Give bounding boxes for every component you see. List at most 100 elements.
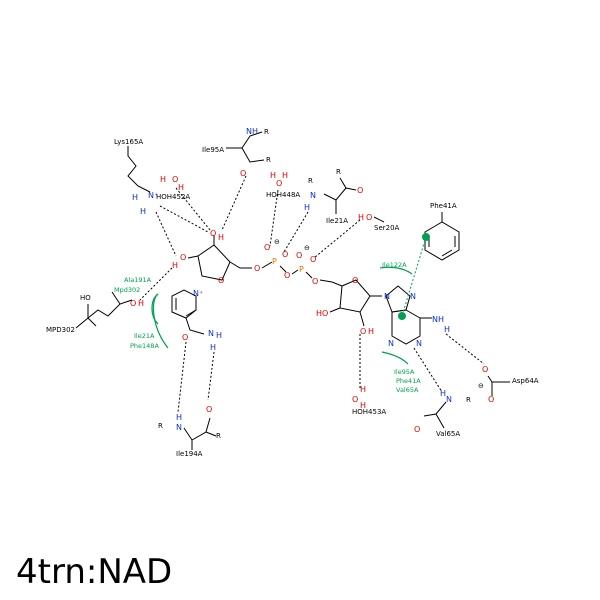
ile194-r2: R — [216, 432, 221, 440]
val65a-hyd-label: Val65A — [396, 386, 419, 394]
mpd302-ligand: MPD302 HO O H — [46, 291, 144, 334]
hoh448a-label: HOH448A — [266, 191, 300, 199]
ile194-r: R — [158, 422, 163, 430]
val65a-label: Val65A — [436, 430, 460, 438]
ribose-adenosine: O HO O H — [316, 276, 382, 336]
val65-o: O — [414, 425, 420, 434]
rib2-o2: O — [360, 327, 366, 336]
phe41a-hyd-label: Phe41A — [396, 377, 421, 385]
ile21-r: R — [336, 168, 341, 176]
nicotinamide-ring: N⁺ O N H H — [171, 289, 222, 352]
ade-n1: N — [416, 339, 422, 348]
nic-h2: H — [210, 343, 216, 352]
phe41a-label: Phe41A — [430, 202, 457, 210]
hydrophobic-arc-2 — [152, 293, 169, 349]
hydrophobic-contacts: Ala191A Mpd302 Ile21A Phe148A Ile122A Il… — [114, 261, 421, 394]
ribose-nicotinamide: O O H O H O — [172, 229, 260, 285]
ile194-h: H — [176, 413, 182, 422]
asp64a-label: Asp64A — [512, 377, 539, 385]
rib1-o2: O — [180, 253, 186, 262]
ile21-o: O — [357, 186, 363, 195]
mpd-h: H — [138, 299, 144, 308]
hoh453a-water: H O H HOH453A — [352, 385, 386, 416]
lys-h-atom: H — [140, 207, 146, 216]
mpd-ho: HO — [80, 294, 91, 302]
ile194a-label: Ile194A — [176, 450, 203, 458]
ile95-r: R — [264, 128, 269, 136]
rib2-h2: H — [368, 327, 374, 336]
pyrophosphate: P O ⊖ O O P O ⊖ O O — [261, 238, 343, 287]
ile95-r2: R — [266, 156, 271, 164]
hoh453-h2: H — [360, 401, 366, 410]
phe41a-ring: Phe41A — [422, 202, 460, 261]
hoh453a-label: HOH453A — [352, 408, 386, 416]
hoh453-h: H — [360, 385, 366, 394]
ser20a-sidechain: H O Ser20A — [358, 213, 400, 232]
ser20-o: O — [366, 213, 372, 222]
rib1-h2: H — [172, 261, 178, 270]
hoh448-h: H — [270, 171, 276, 180]
nic-o: O — [182, 333, 188, 342]
rib1-h3: H — [218, 233, 224, 242]
hydrogen-bonds — [139, 175, 485, 413]
phe148a-hyd-label: Phe148A — [130, 342, 159, 350]
ade-n9: N — [384, 292, 390, 301]
ade-nh2: N — [432, 315, 438, 324]
mpd302-label: MPD302 — [46, 326, 75, 334]
p-bridge-o: O — [284, 271, 290, 280]
nic-nplus: N⁺ — [193, 289, 203, 298]
rib1-o3: O — [210, 229, 216, 238]
ade-n3: N — [388, 339, 394, 348]
hoh448-h2: H — [282, 171, 288, 180]
ile95a-backbone: Ile95A NH R O R — [202, 127, 271, 178]
p1-o2: O — [282, 250, 288, 259]
lys-h2-atom: H — [132, 193, 138, 202]
pi-stacking-line — [401, 236, 427, 317]
adenine-ring: N N N N N H H — [384, 285, 450, 348]
rib1-o: O — [218, 276, 224, 285]
p2-atom: P — [299, 265, 304, 274]
ade-h1: H — [438, 315, 444, 324]
p1-minus: ⊖ — [274, 238, 280, 246]
hydrophobic-arc-3 — [379, 266, 413, 275]
hoh452-h2: H — [178, 183, 184, 192]
lys165a-label: Lys165A — [114, 138, 143, 146]
ile21-h: H — [304, 203, 310, 212]
ile194a-backbone: H N R O R Ile194A — [158, 405, 221, 458]
p2-minus: ⊖ — [304, 244, 310, 252]
hoh452a-water: H O H HOH452A — [156, 175, 190, 201]
ade-n7: N — [410, 292, 416, 301]
ile95a-hyd-label: Ile95A — [394, 368, 415, 376]
lys165a-sidechain: Lys165A N⁺ H H — [114, 138, 158, 216]
adenine-ring-centroid — [398, 312, 406, 320]
p2-o1: O — [296, 251, 302, 260]
ile21-r2: R — [308, 177, 313, 185]
val65-r: R — [466, 396, 471, 404]
hoh452-o: O — [172, 175, 178, 184]
lys-n-atom: N⁺ — [148, 191, 158, 200]
val65a-backbone: N H R O Val65A — [414, 389, 471, 438]
ile122a-hyd-label: Ile122A — [382, 261, 407, 269]
ile95-nh: NH — [246, 127, 258, 136]
ile194-o: O — [206, 405, 212, 414]
nic-h1: H — [216, 331, 222, 340]
rib1-o5: O — [254, 264, 260, 273]
ser20-h: H — [358, 213, 364, 222]
hoh452a-label: HOH452A — [156, 193, 190, 201]
asp64-o1: O — [482, 365, 488, 374]
ile95-o: O — [240, 169, 246, 178]
p2-o3: O — [312, 277, 318, 286]
ile21a-label: Ile21A — [326, 217, 348, 225]
hoh448-o: O — [276, 179, 282, 188]
p1-atom: P — [272, 257, 277, 266]
hoh452-h1: H — [160, 175, 166, 184]
mpd-o: O — [130, 299, 136, 308]
hoh453-o: O — [352, 395, 358, 404]
p2-o2: O — [310, 255, 316, 264]
ade-h2: H — [444, 325, 450, 334]
rib2-ho3: HO — [316, 309, 328, 318]
ile194-n: N — [176, 423, 182, 432]
asp64-o2: O — [488, 395, 494, 404]
page-title: 4trn:NAD — [16, 552, 173, 592]
